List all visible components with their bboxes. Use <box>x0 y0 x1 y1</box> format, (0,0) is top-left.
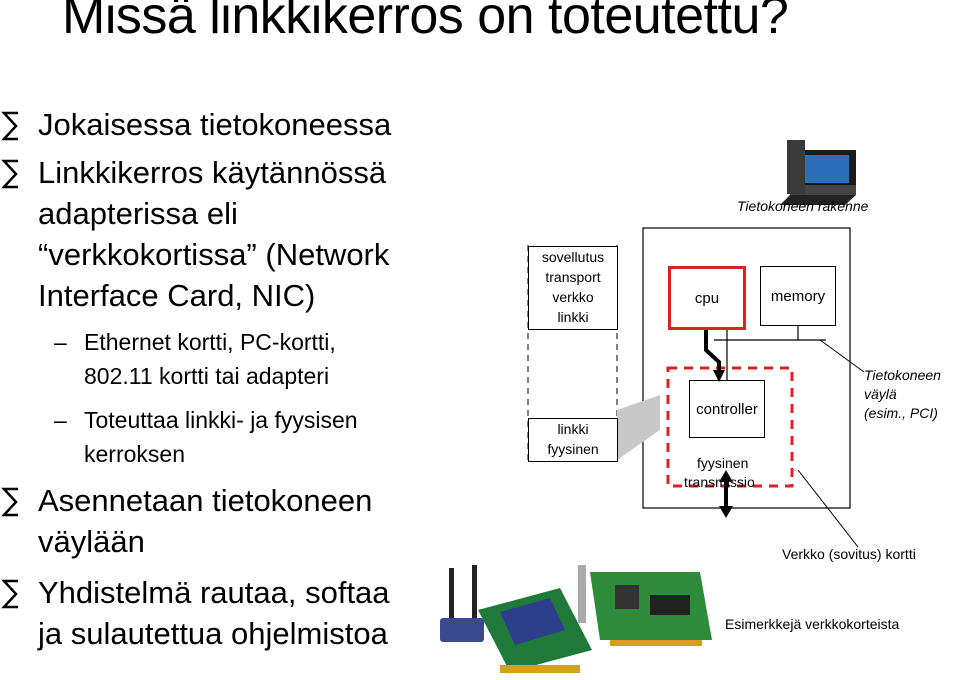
dash-icon: – <box>54 407 67 433</box>
dash-icon: – <box>54 329 67 355</box>
adapter-leader-line <box>797 469 859 548</box>
phys-label-1: fyysinen <box>697 455 749 471</box>
subbullet-line: Ethernet kortti, PC-kortti, <box>84 329 336 355</box>
bullet-asennetaan: Asennetaan tietokoneen väylään <box>1 480 373 562</box>
phys-label-2: transmissio <box>684 474 755 490</box>
subbullet-line: 802.11 kortti tai adapteri <box>84 363 330 389</box>
bullet-yhdistelma: Yhdistelmä rautaa, softaa ja sulautettua… <box>1 572 390 654</box>
cpu-box: cpu <box>668 266 746 330</box>
memory-box: memory <box>760 266 836 326</box>
bullet-arrow-icon <box>0 486 26 527</box>
adapter-dashed-box <box>666 366 794 488</box>
stack-layer: fyysinen <box>547 441 599 457</box>
examples-label: Esimerkkejä verkkokorteista <box>725 616 900 632</box>
stack-layer: transport <box>545 269 601 285</box>
bullet-arrow-icon <box>0 110 26 151</box>
bullet-linkkikerros: Linkkikerros käytännössä adapterissa eli… <box>1 152 390 316</box>
bullet-arrow-icon <box>0 578 26 619</box>
ethernet-card-image <box>578 565 712 646</box>
protocol-stack-top: sovellutus transport verkko linkki <box>528 246 618 330</box>
bus-label-line: (esim., PCI) <box>864 405 938 421</box>
controller-box: controller <box>689 380 765 438</box>
host-title: Tietokoneen rakenne <box>737 198 869 214</box>
stack-layer: linkki <box>557 421 589 437</box>
bus-label-line: väylä <box>864 386 897 402</box>
subbullet-line: kerroksen <box>84 441 185 467</box>
computer-icon <box>780 140 856 205</box>
stack-layer: verkko <box>552 289 594 305</box>
arrow-head-down <box>713 370 725 382</box>
bullet-line: Interface Card, NIC) <box>38 278 316 313</box>
host-box <box>642 227 851 509</box>
bullet-line: Jokaisessa tietokoneessa <box>38 107 392 142</box>
bus-label: Tietokoneen väylä (esim., PCI) <box>864 366 941 423</box>
bullet-line: “verkkokortissa” (Network <box>38 237 390 272</box>
bullet-arrow-icon <box>0 158 26 199</box>
bus-leader-line <box>819 339 865 373</box>
cpu-controller-arrow <box>704 325 721 372</box>
bullet-jokaisessa: Jokaisessa tietokoneessa <box>1 104 392 145</box>
subbullet-ethernet: – Ethernet kortti, PC-kortti, 802.11 kor… <box>54 325 336 393</box>
bus-label-line: Tietokoneen <box>864 367 941 383</box>
bullet-line: Linkkikerros käytännössä <box>38 155 387 190</box>
subbullet-toteuttaa: – Toteuttaa linkki- ja fyysisen kerrokse… <box>54 403 358 471</box>
protocol-stack-bottom: linkki fyysinen <box>528 418 618 462</box>
arrow-head-up <box>719 470 733 482</box>
arrow-head-down <box>719 506 733 518</box>
bullet-line: ja sulautettua ohjelmistoa <box>38 616 388 651</box>
subbullet-line: Toteuttaa linkki- ja fyysisen <box>84 407 358 433</box>
stack-layer: linkki <box>557 309 589 325</box>
bullet-line: adapterissa eli <box>38 196 238 231</box>
wireless-card-image <box>440 565 592 673</box>
bullet-line: Yhdistelmä rautaa, softaa <box>38 575 390 610</box>
stack-layer: sovellutus <box>541 249 605 265</box>
bullet-line: Asennetaan tietokoneen <box>38 483 373 518</box>
stack-wedge <box>617 395 660 460</box>
adapter-label: Verkko (sovitus) kortti <box>782 546 916 562</box>
slide-title: Missä linkkikerros on toteutettu? <box>62 0 789 45</box>
bullet-line: väylään <box>38 524 145 559</box>
